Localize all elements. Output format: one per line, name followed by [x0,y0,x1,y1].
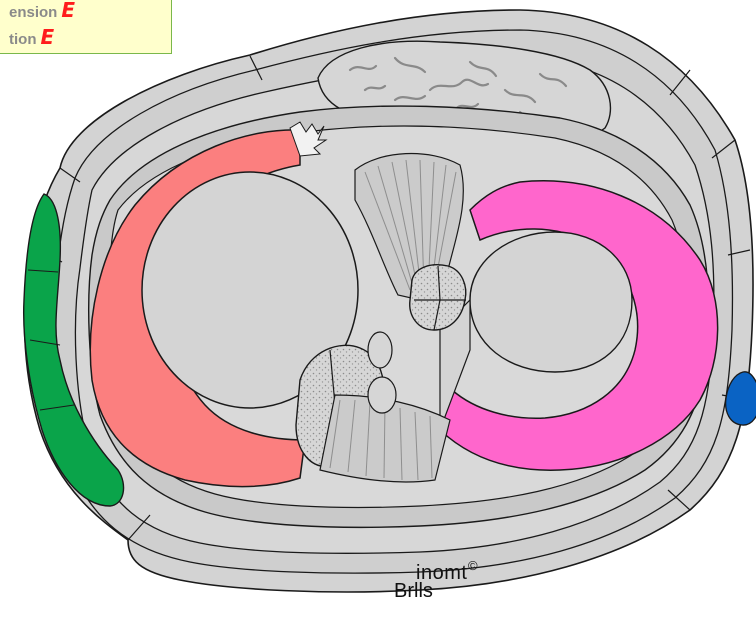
legend-item-letter: E [41,25,55,49]
magenta-inner-oval [470,232,632,372]
legend-item-letter: E [61,0,75,22]
bulb-1 [368,332,392,368]
brand-logo: inomt © Brlls [396,562,516,612]
copyright-symbol: © [468,558,478,573]
brand-bottom-text: Brlls [394,580,433,603]
legend-item-text: ension [9,4,57,21]
legend-item-text: tion [9,31,37,48]
bulb-2 [368,377,396,413]
